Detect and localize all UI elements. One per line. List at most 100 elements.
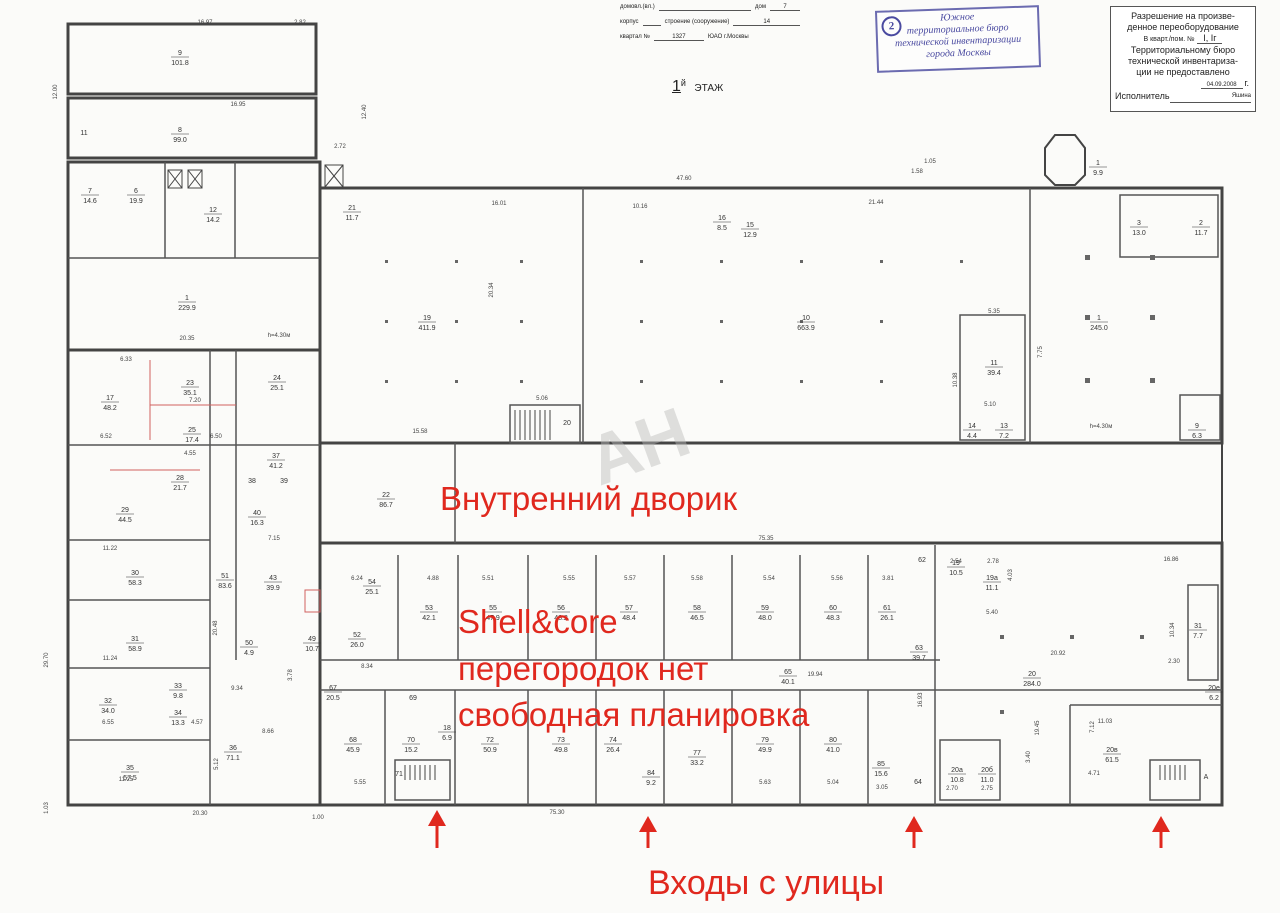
room-area: 61.5 <box>1105 757 1119 764</box>
dimension-label: 7.20 <box>189 398 201 404</box>
dimension-label: 4.71 <box>1088 771 1100 777</box>
room-number: 11 <box>80 130 87 137</box>
room-area: 41.0 <box>826 747 840 754</box>
dimension-label: 11.22 <box>103 546 118 552</box>
room-number: 23 <box>186 380 194 387</box>
field-kvartal: квартал № <box>620 34 650 40</box>
dimension-label: 5.40 <box>986 610 998 616</box>
room-area: 49.9 <box>758 747 772 754</box>
room-area: 7.2 <box>999 433 1009 440</box>
room-number: 8 <box>178 127 182 134</box>
room-number: 25 <box>188 427 196 434</box>
room-area: 48.2 <box>103 405 117 412</box>
dimension-label: 75.35 <box>758 536 774 542</box>
room-area: 47.9 <box>486 615 500 622</box>
room-area: 21.7 <box>173 485 187 492</box>
room-area: 25.1 <box>365 589 379 596</box>
dimension-label: 7.12 <box>1090 721 1096 733</box>
room-number: 37 <box>272 453 280 460</box>
room-area: 86.7 <box>379 502 393 509</box>
room-area: 7.7 <box>1193 633 1203 640</box>
room-number: 15 <box>746 222 754 229</box>
room-area: 10.7 <box>305 646 319 653</box>
room-area: 26.4 <box>606 747 620 754</box>
room-area: 15.6 <box>874 771 888 778</box>
dimension-label: 16.01 <box>491 201 507 207</box>
room-area: 6.2 <box>1209 695 1219 702</box>
dimension-label: 11.25 <box>119 777 134 783</box>
permit-date: 04.09.2008 <box>1200 82 1243 89</box>
room-area: 50.9 <box>483 747 497 754</box>
room-area: 9.8 <box>173 693 183 700</box>
dimension-label: 3.81 <box>882 576 894 582</box>
dimension-label: 10.38 <box>953 372 959 388</box>
dimension-label: 9.34 <box>231 686 243 692</box>
dimension-label: 5.58 <box>691 576 703 582</box>
room-area: 229.9 <box>178 305 196 312</box>
dimension-label: h=4.30м <box>268 333 291 339</box>
floor-number: 1 <box>672 78 681 95</box>
dimension-label: 2.82 <box>294 20 306 26</box>
header-info-block: домовл.(вл.) дом 7 корпус строение (соор… <box>620 0 800 52</box>
room-number: 22 <box>382 492 390 499</box>
dimension-label: 12.00 <box>53 84 59 100</box>
room-area: 4.9 <box>244 650 254 657</box>
room-number: 20в <box>1106 747 1118 754</box>
room-number: 55 <box>489 605 497 612</box>
dimension-label: 20.48 <box>213 620 219 636</box>
room-number: 17 <box>106 395 114 402</box>
dimension-label: 2.30 <box>1168 659 1180 665</box>
room-area: 14.2 <box>206 217 220 224</box>
room-area: 48.4 <box>622 615 636 622</box>
room-number: 7 <box>88 188 92 195</box>
dimension-label: 10.16 <box>632 204 648 210</box>
room-number: 34 <box>174 710 182 717</box>
dimension-label: 19.94 <box>807 672 823 678</box>
room-area: 39.9 <box>266 585 280 592</box>
room-area: 6.9 <box>442 735 452 742</box>
room-number: 51 <box>221 573 229 580</box>
dimension-label: 5.55 <box>354 780 366 786</box>
dimension-label: 29.70 <box>44 652 50 668</box>
room-number: 32 <box>104 698 112 705</box>
room-number: 1 <box>185 295 189 302</box>
dimension-label: 7.15 <box>268 536 280 542</box>
room-number: 20 <box>563 420 571 427</box>
dimension-label: 10.34 <box>1170 622 1176 638</box>
room-number: 50 <box>245 640 253 647</box>
room-area: 13.0 <box>1132 230 1146 237</box>
dimension-label: 20.35 <box>179 336 195 342</box>
room-number: 6 <box>134 188 138 195</box>
room-area: 12.9 <box>743 232 757 239</box>
floor-suffix: й <box>680 78 686 88</box>
dimension-label: 5.51 <box>482 576 494 582</box>
permit-line3-value: I, Iг <box>1197 33 1223 44</box>
room-number: 62 <box>918 557 926 564</box>
dimension-label: 4.55 <box>184 451 196 457</box>
dimension-label: 5.57 <box>624 576 636 582</box>
dimension-label: 6.33 <box>120 357 132 363</box>
room-number: 10 <box>802 315 810 322</box>
field-domovl: домовл.(вл.) <box>620 4 655 10</box>
dimension-label: 5.56 <box>831 576 843 582</box>
room-area: 41.2 <box>269 463 283 470</box>
dimension-label: 2.70 <box>946 786 958 792</box>
permit-year-suffix: г. <box>1244 78 1249 88</box>
permit-executor-name: Яшина <box>1169 91 1251 103</box>
room-number: 49 <box>308 636 316 643</box>
room-area: 44.5 <box>118 517 132 524</box>
dimension-label: 2.78 <box>987 559 999 565</box>
no-partitions-label: перегородок нет <box>458 650 709 687</box>
dimension-label: 12.40 <box>362 104 368 120</box>
room-area: 83.6 <box>218 583 232 590</box>
shell-core-label: Shell&core <box>458 603 618 640</box>
room-area: 6.3 <box>1192 433 1202 440</box>
room-area: 9.9 <box>1093 170 1103 177</box>
room-number: 70 <box>407 737 415 744</box>
room-number: 68 <box>349 737 357 744</box>
dimension-label: 4.03 <box>1008 569 1014 581</box>
room-number: 1 <box>1096 160 1100 167</box>
room-area: 11.1 <box>985 585 998 592</box>
dimension-label: 15.58 <box>412 429 428 435</box>
